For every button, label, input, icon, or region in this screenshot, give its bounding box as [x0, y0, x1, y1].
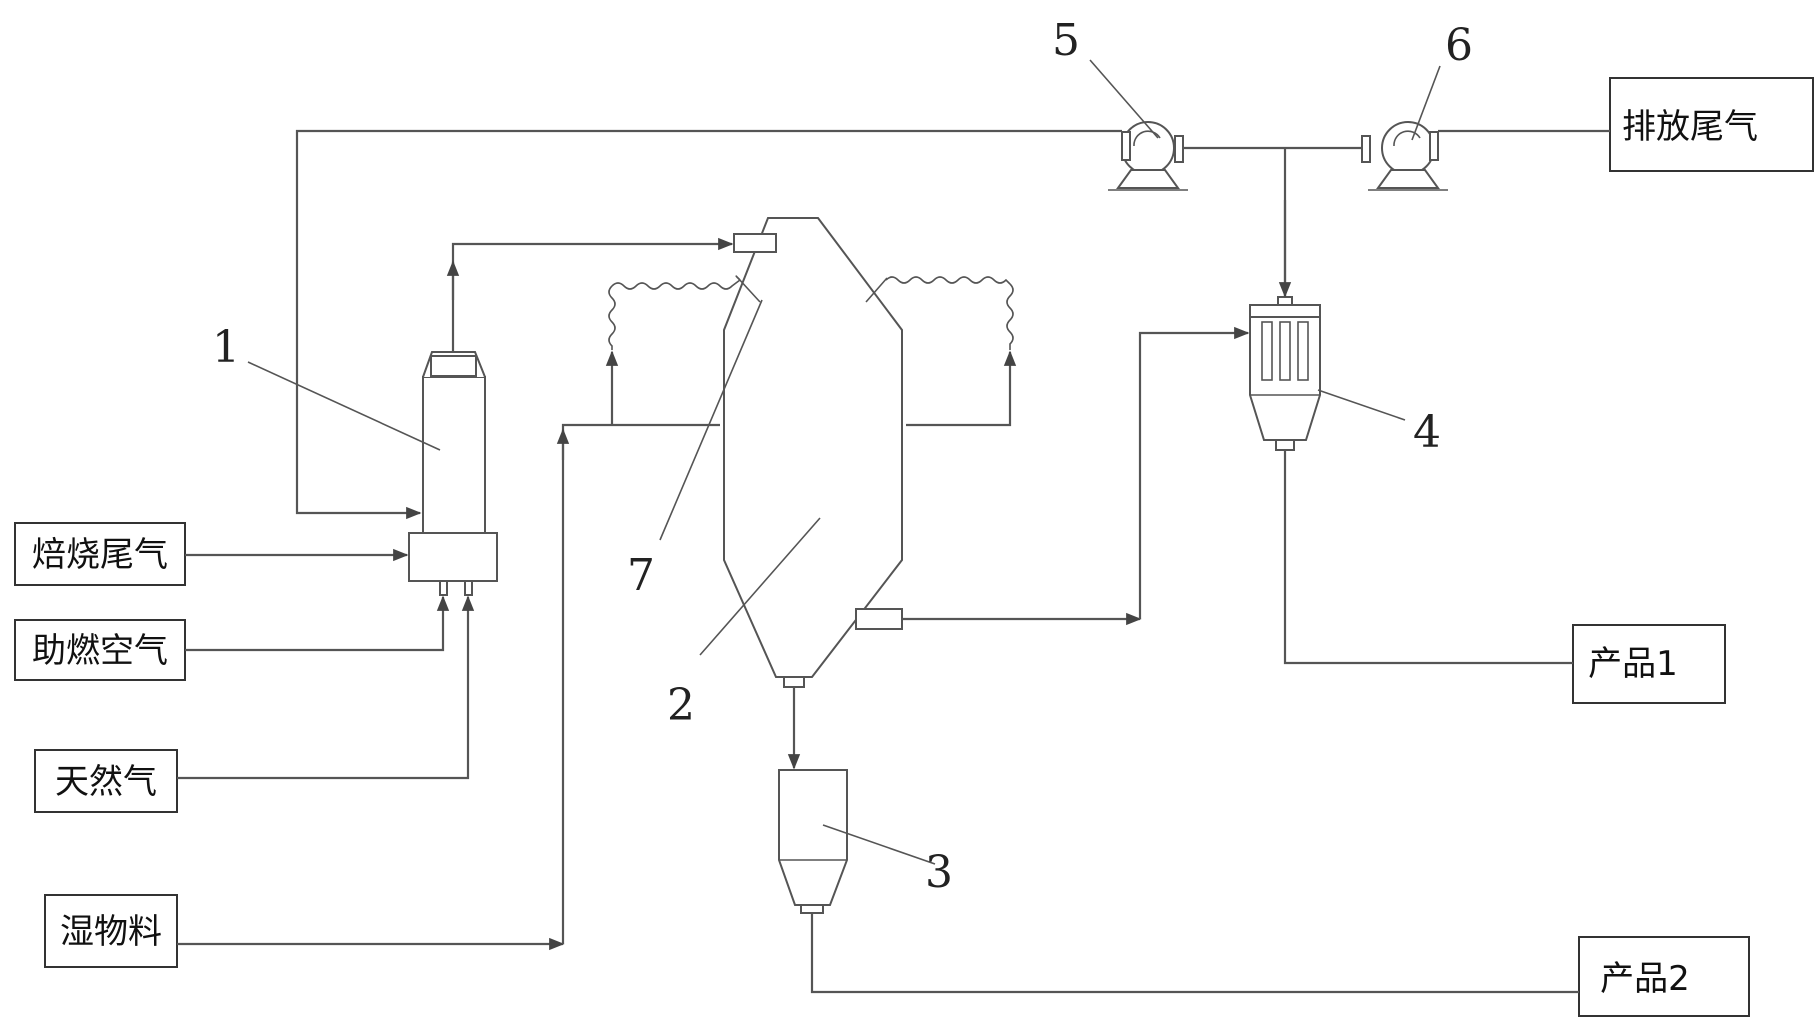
spray-dryer-tower — [723, 217, 903, 688]
combustion-air-line — [185, 595, 450, 652]
callout-4: 4 — [1413, 407, 1441, 458]
natural-gas-label: 天然气 — [55, 762, 157, 802]
product-2-label: 产品2 — [1600, 959, 1690, 999]
burner-nozzle-gas — [464, 580, 473, 596]
product-2-line — [810, 913, 1579, 994]
leader-2 — [699, 517, 821, 656]
hot-gas-furnace — [408, 351, 498, 596]
leader-5 — [1089, 59, 1159, 139]
input-box-natural-gas: 天然气 — [34, 749, 178, 813]
to-bag-filter-line — [1138, 326, 1250, 619]
left-wavy-riser — [608, 285, 616, 350]
hot-air-inlet-nozzle — [733, 233, 777, 253]
input-box-roasting-tail-gas: 焙烧尾气 — [14, 522, 186, 586]
fan-connection-line — [1183, 146, 1362, 297]
callout-6: 6 — [1445, 20, 1473, 71]
input-box-combustion-air: 助燃空气 — [14, 619, 186, 681]
wet-material-label: 湿物料 — [60, 912, 162, 952]
combustion-air-label: 助燃空气 — [32, 631, 168, 671]
callout-1: 1 — [212, 322, 240, 373]
callout-5: 5 — [1052, 15, 1080, 66]
burner-nozzle-air — [439, 580, 448, 596]
leader-7 — [659, 299, 763, 541]
product-1-label: 产品1 — [1588, 644, 1678, 684]
leader-1 — [247, 361, 441, 451]
gas-outlet-nozzle — [855, 608, 903, 630]
output-box-exhaust-gas: 排放尾气 — [1609, 77, 1814, 172]
leader-6 — [1411, 65, 1441, 141]
product-1-line — [1283, 450, 1573, 665]
exhaust-gas-label: 排放尾气 — [1622, 107, 1758, 147]
input-box-wet-material: 湿物料 — [44, 894, 178, 968]
leader-3 — [822, 824, 936, 865]
callout-2: 2 — [667, 680, 695, 731]
hot-air-line — [451, 237, 734, 352]
fan-6 — [1361, 121, 1448, 191]
product-collector-3 — [778, 769, 848, 914]
callout-3: 3 — [925, 847, 953, 898]
callout-7: 7 — [627, 550, 655, 601]
atomizer-nozzles — [608, 275, 1014, 350]
output-box-product-1: 产品1 — [1572, 624, 1726, 704]
right-wavy-riser — [1006, 283, 1014, 350]
fan-5 — [1108, 121, 1188, 191]
output-box-product-2: 产品2 — [1578, 936, 1750, 1017]
leader-4 — [1317, 389, 1406, 421]
natural-gas-line — [177, 595, 475, 780]
wet-material-riser — [561, 423, 720, 944]
tower-discharge — [783, 676, 805, 688]
recirculation-line — [295, 129, 1122, 520]
roasting-tail-gas-label: 焙烧尾气 — [32, 535, 168, 575]
feed-right-branch — [906, 350, 1017, 427]
bag-filter-4 — [1249, 296, 1321, 451]
left-wavy-feed-line — [611, 279, 741, 290]
right-wavy-feed-line — [885, 276, 1011, 285]
